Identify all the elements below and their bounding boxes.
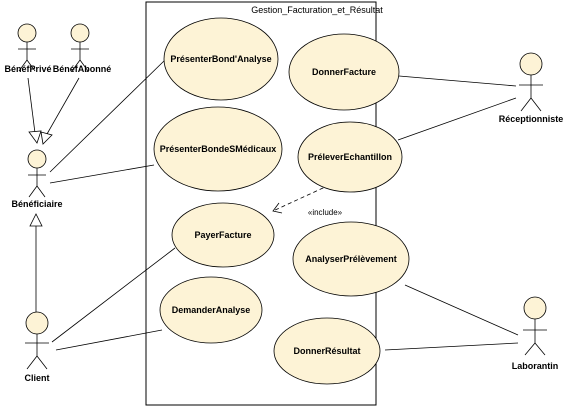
actor-laborantin[interactable] bbox=[523, 296, 547, 356]
use-case-label: DonnerFacture bbox=[312, 67, 376, 77]
use-case-analyser-prelevement[interactable]: AnalyserPrélèvement bbox=[292, 221, 410, 297]
assoc-analyser-laborantin bbox=[404, 284, 519, 336]
associations bbox=[49, 59, 519, 351]
use-case-label: PréleverEchantillon bbox=[308, 152, 392, 162]
actor-label-laborantin: Laborantin bbox=[512, 361, 559, 371]
system-title: Gestion_Facturation_et_Résultat bbox=[251, 5, 383, 15]
assoc-prelever-receptionniste bbox=[397, 97, 517, 141]
use-case-presenter-bons-medicaux[interactable]: PrésenterBondeSMédicaux bbox=[153, 106, 283, 192]
use-case-shape bbox=[171, 202, 275, 268]
use-case-label: AnalyserPrélèvement bbox=[305, 254, 397, 264]
use-case-label: DonnerRésultat bbox=[293, 346, 360, 356]
actor-label-receptionniste: Réceptionniste bbox=[499, 114, 564, 124]
actor-head bbox=[519, 52, 543, 76]
use-case-label: DemanderAnalyse bbox=[172, 305, 251, 315]
actor-label-benef-prive: BénéfPrivé bbox=[4, 64, 51, 74]
use-case-payer-facture[interactable]: PayerFacture bbox=[171, 202, 275, 268]
use-case-donner-resultat[interactable]: DonnerRésultat bbox=[273, 317, 381, 385]
actor-head bbox=[25, 311, 49, 335]
use-case-shape bbox=[292, 221, 410, 297]
use-case-shape bbox=[159, 276, 263, 344]
actor-label-client: Client bbox=[24, 373, 49, 383]
use-case-shape bbox=[153, 106, 283, 192]
actor-label-beneficiaire: Bénéficiaire bbox=[11, 199, 62, 209]
use-case-shape bbox=[273, 317, 381, 385]
use-case-shape bbox=[163, 17, 279, 101]
gen-benefprive-line bbox=[27, 77, 36, 134]
assoc-donner-resultat-laborantin bbox=[384, 342, 519, 351]
use-case-prelever-echantillon[interactable]: PréleverEchantillon bbox=[297, 121, 403, 193]
gen-client-arrowhead bbox=[29, 213, 43, 227]
use-case-shape bbox=[297, 121, 403, 193]
actor-benef-abonne[interactable] bbox=[70, 23, 90, 72]
gen-benefabonne-line bbox=[46, 77, 80, 135]
use-case-presenter-bon-analyse[interactable]: PrésenterBond'Analyse bbox=[163, 17, 279, 101]
use-case-shape bbox=[288, 33, 400, 111]
include-label: «include» bbox=[308, 208, 343, 217]
include-dependency: «include» bbox=[272, 181, 343, 217]
generalizations bbox=[27, 77, 80, 312]
actor-benef-prive[interactable] bbox=[17, 23, 37, 72]
assoc-beneficiaire-presenter-bon-analyse bbox=[49, 59, 166, 173]
use-case-donner-facture[interactable]: DonnerFacture bbox=[288, 33, 400, 111]
assoc-donner-facture-receptionniste bbox=[398, 75, 517, 87]
actor-head bbox=[523, 296, 547, 320]
actor-head bbox=[70, 23, 90, 43]
actor-head bbox=[17, 23, 37, 43]
use-case-demander-analyse[interactable]: DemanderAnalyse bbox=[159, 276, 263, 344]
assoc-client-demander-analyse bbox=[55, 329, 163, 351]
actor-label-benef-abonne: BénéfAbonné bbox=[53, 64, 112, 74]
actor-head bbox=[27, 149, 47, 169]
use-case-label: PrésenterBondeSMédicaux bbox=[160, 144, 277, 154]
include-line bbox=[272, 181, 337, 212]
actor-beneficiaire[interactable] bbox=[27, 149, 47, 198]
gen-benefprive-arrowhead bbox=[28, 130, 42, 144]
use-case-label: PayerFacture bbox=[194, 230, 251, 240]
assoc-beneficiaire-presenter-bons-medicaux bbox=[49, 164, 155, 184]
gen-benefabonne-arrowhead bbox=[40, 131, 53, 145]
actor-client[interactable] bbox=[25, 311, 49, 370]
use-case-label: PrésenterBond'Analyse bbox=[170, 54, 271, 64]
assoc-client-payer-facture bbox=[51, 247, 176, 343]
include-arrowhead bbox=[272, 202, 283, 214]
actor-receptionniste[interactable] bbox=[519, 52, 543, 112]
